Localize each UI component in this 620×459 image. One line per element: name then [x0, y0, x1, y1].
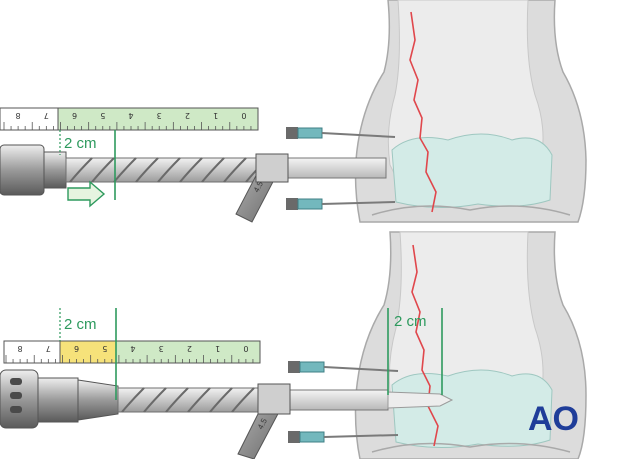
drill-flute [157, 157, 181, 183]
drill-flute [135, 157, 159, 183]
top-panel: 8 7 6 5 4 3 2 1 0 4.5 2 cm [0, 0, 587, 223]
measurement-label-top: 2 cm [64, 135, 97, 152]
ruler-number: 5 [102, 344, 107, 353]
drill-flute [91, 157, 115, 183]
drill-flute [143, 387, 167, 413]
drill-flute [165, 387, 189, 413]
drill-flute [69, 157, 93, 183]
drill-bit-bottom [117, 387, 265, 413]
drill-chuck-bottom [0, 369, 119, 429]
bottom-panel: 8 7 6 5 4 3 2 1 0 4.5 2 cm [0, 231, 587, 459]
ao-logo: AO [528, 400, 579, 438]
drill-chuck-top [0, 144, 67, 196]
drill-guide-top: 4.5 [235, 153, 289, 223]
k-wire-upper-top [286, 127, 396, 139]
ruler-number: 8 [16, 111, 21, 120]
drill-flute [121, 387, 145, 413]
drill-guide-bottom: 4.5 [237, 383, 291, 459]
measurement-marks-top: 2 cm [59, 130, 116, 208]
ruler-number: 2 [185, 111, 190, 120]
ruler-number: 1 [213, 111, 218, 120]
ruler-number: 5 [100, 111, 105, 120]
depth-ruler-bottom: 8 7 6 5 4 3 2 1 0 [3, 340, 261, 364]
fracture-line-bottom [411, 244, 439, 447]
measurement-label-bottom-right: 2 cm [394, 313, 427, 330]
ruler-number: 4 [130, 344, 135, 353]
drill-flute [201, 157, 225, 183]
advance-arrow-icon [67, 180, 106, 208]
drill-flute [231, 387, 255, 413]
k-wire-upper-bottom [288, 361, 399, 373]
ruler-number: 3 [159, 344, 164, 353]
ruler-number: 7 [44, 111, 49, 120]
drill-sleeve-top [287, 157, 387, 179]
drill-tip-bottom [387, 391, 454, 409]
ruler-number: 6 [74, 344, 79, 353]
k-wire-lower-top [286, 198, 396, 210]
ruler-number: 4 [128, 111, 133, 120]
drill-sleeve-bottom [289, 389, 389, 411]
ruler-number: 8 [18, 344, 23, 353]
k-wire-lower-bottom [288, 431, 399, 443]
ruler-number: 6 [72, 111, 77, 120]
ruler-number: 0 [241, 111, 246, 120]
measurement-marks-bottom: 2 cm 2 cm [59, 308, 443, 400]
drill-bit-top [65, 157, 269, 183]
drill-flute [187, 387, 211, 413]
ruler-number: 7 [46, 344, 51, 353]
ruler-number: 0 [243, 344, 248, 353]
fracture-line-top [409, 11, 437, 213]
drill-flute [209, 387, 233, 413]
ruler-number: 1 [215, 344, 220, 353]
drill-flute [223, 157, 247, 183]
measurement-label-bottom-left: 2 cm [64, 316, 97, 333]
ruler-number: 2 [187, 344, 192, 353]
ruler-number: 3 [157, 111, 162, 120]
bone-illustration-top [354, 0, 587, 223]
drill-flute [179, 157, 203, 183]
depth-ruler-top: 8 7 6 5 4 3 2 1 0 [0, 107, 259, 131]
